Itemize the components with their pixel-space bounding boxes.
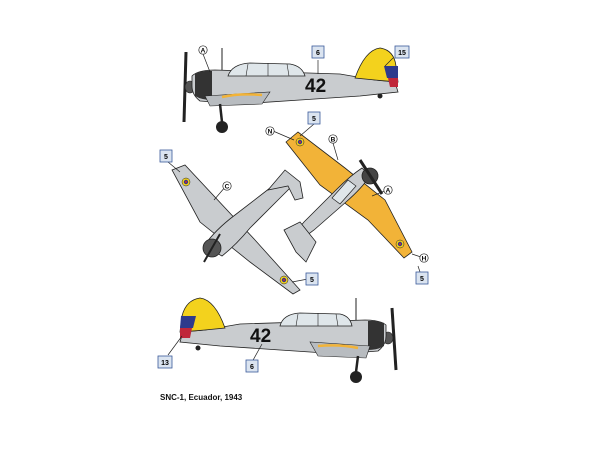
canopy-upper [331,179,357,205]
svg-text:B: B [331,137,336,144]
callout-letter: A [198,45,208,55]
svg-text:N: N [268,129,273,136]
wing-roundel [395,239,405,249]
callout-box: 6 [311,45,325,59]
engine-cowl [368,320,384,350]
main-wheel [216,121,228,133]
tail-wheel [377,93,383,99]
side-profile-top: 42 [182,47,399,133]
plan-view-underside [171,164,304,295]
engine-cowl [195,70,212,100]
callout-letter: B [328,134,338,144]
propeller [390,307,398,371]
svg-text:6: 6 [316,50,320,57]
callout-box: 6 [245,359,259,373]
callout-letter: C [222,181,232,191]
callout-box: 5 [159,149,173,163]
callout-box: 5 [307,111,321,125]
tailplane-upper [283,221,317,263]
canopy [227,62,306,77]
fuselage-number: 42 [305,76,326,97]
wing-roundel [181,177,191,187]
svg-text:C: C [225,184,230,191]
svg-text:13: 13 [161,360,169,367]
svg-text:5: 5 [312,116,316,123]
svg-text:5: 5 [420,276,424,283]
main-wheel [350,371,362,383]
wing-roundel [279,275,289,285]
callout-letter: N [265,126,275,136]
callout-box: 5 [415,271,429,285]
tailplane-underside [266,169,304,201]
svg-text:5: 5 [164,154,168,161]
callout-box: 5 [305,272,319,286]
callout-letter: A [383,185,393,195]
letter-callouts: A B C A H N [198,45,429,263]
svg-text:6: 6 [250,364,254,371]
callout-box: 13 [157,355,173,369]
callout-letter: H [419,253,429,263]
wing-roundel [295,137,305,147]
fuselage-number: 42 [250,326,271,347]
tail-wheel [195,345,201,351]
svg-text:H: H [422,256,427,263]
svg-text:5: 5 [310,277,314,284]
side-profile-bottom: 42 [179,297,398,383]
number-callouts: 6 15 5 5 5 5 13 6 [157,45,429,373]
propeller-upper [358,159,384,195]
canopy [279,312,353,327]
figure-caption: SNC-1, Ecuador, 1943 [160,393,243,402]
plan-view-upper [283,131,413,263]
svg-text:15: 15 [398,50,406,57]
svg-text:A: A [201,48,206,55]
svg-text:A: A [386,188,391,195]
callout-box: 15 [394,45,410,59]
